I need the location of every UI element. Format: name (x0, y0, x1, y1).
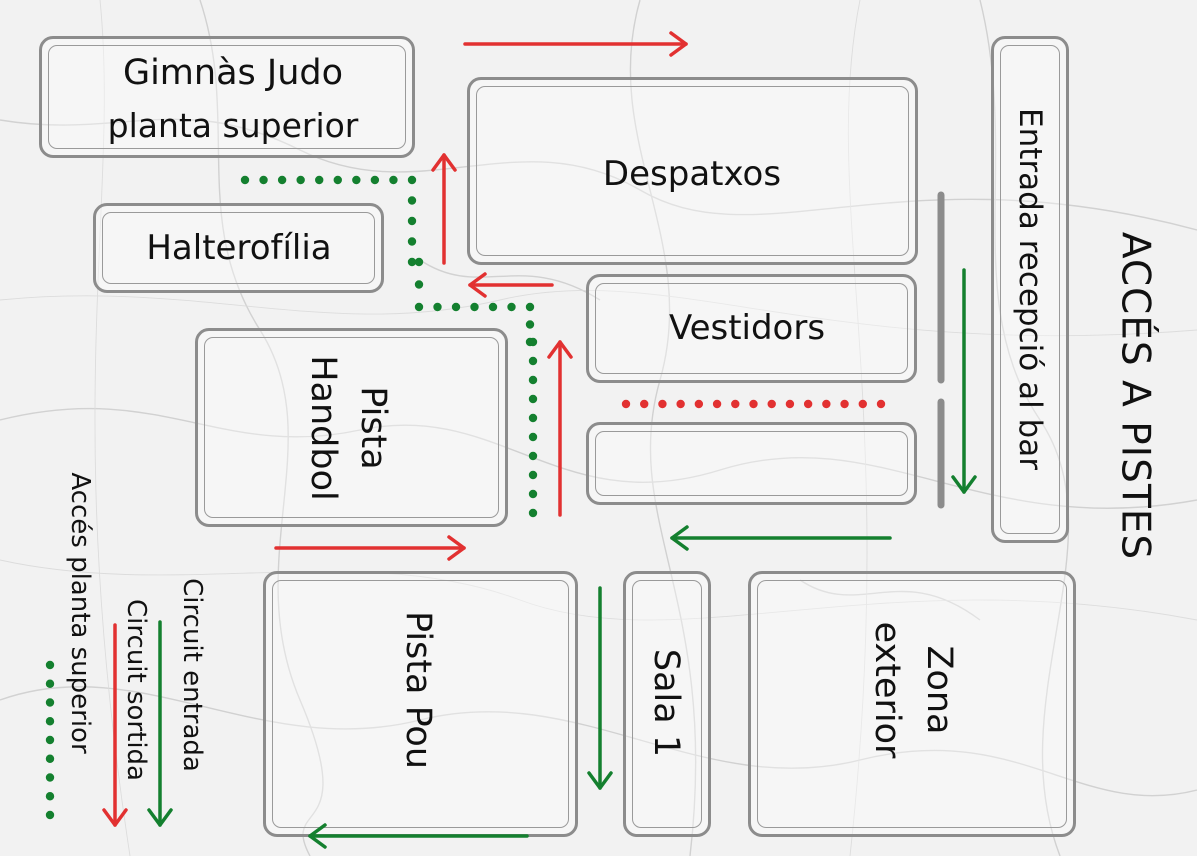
zona-exterior-label-line2: exterior (867, 621, 907, 759)
halterofilia-label: Halterofília (146, 228, 332, 268)
room-pista-handbol (195, 328, 508, 527)
vestidors-label: Vestidors (668, 308, 826, 348)
room-entrada (991, 36, 1069, 543)
page-title: ACCÉS A PISTES (1112, 231, 1158, 561)
legend-circuit-entrada: Circuit entrada (177, 578, 207, 772)
room-vestidors (586, 274, 917, 383)
room-halterofilia (93, 203, 384, 293)
pista-pou-label: Pista Pou (398, 610, 438, 770)
zona-exterior-label-line1: Zona (919, 645, 959, 735)
room-gimnas-judo (39, 36, 415, 158)
entrada-label: Entrada recepció al bar (1012, 108, 1048, 470)
room-pista-pou (263, 571, 578, 837)
gimnas-judo-label-line2: planta superior (107, 106, 359, 145)
pista-handbol-label-line1: Pista (353, 386, 393, 470)
legend-circuit-sortida: Circuit sortida (121, 599, 151, 781)
room-despatxos (467, 77, 918, 265)
room-zona-exterior (748, 571, 1076, 837)
sala-1-label: Sala 1 (646, 648, 686, 758)
despatxos-label: Despatxos (602, 154, 782, 194)
gimnas-judo-label-line1: Gimnàs Judo (122, 53, 344, 93)
room-unnamed (586, 422, 917, 505)
room-sala-1 (623, 571, 711, 837)
pista-handbol-label-line2: Handbol (303, 355, 343, 501)
legend-acces-planta-superior: Accés planta superior (65, 472, 95, 754)
